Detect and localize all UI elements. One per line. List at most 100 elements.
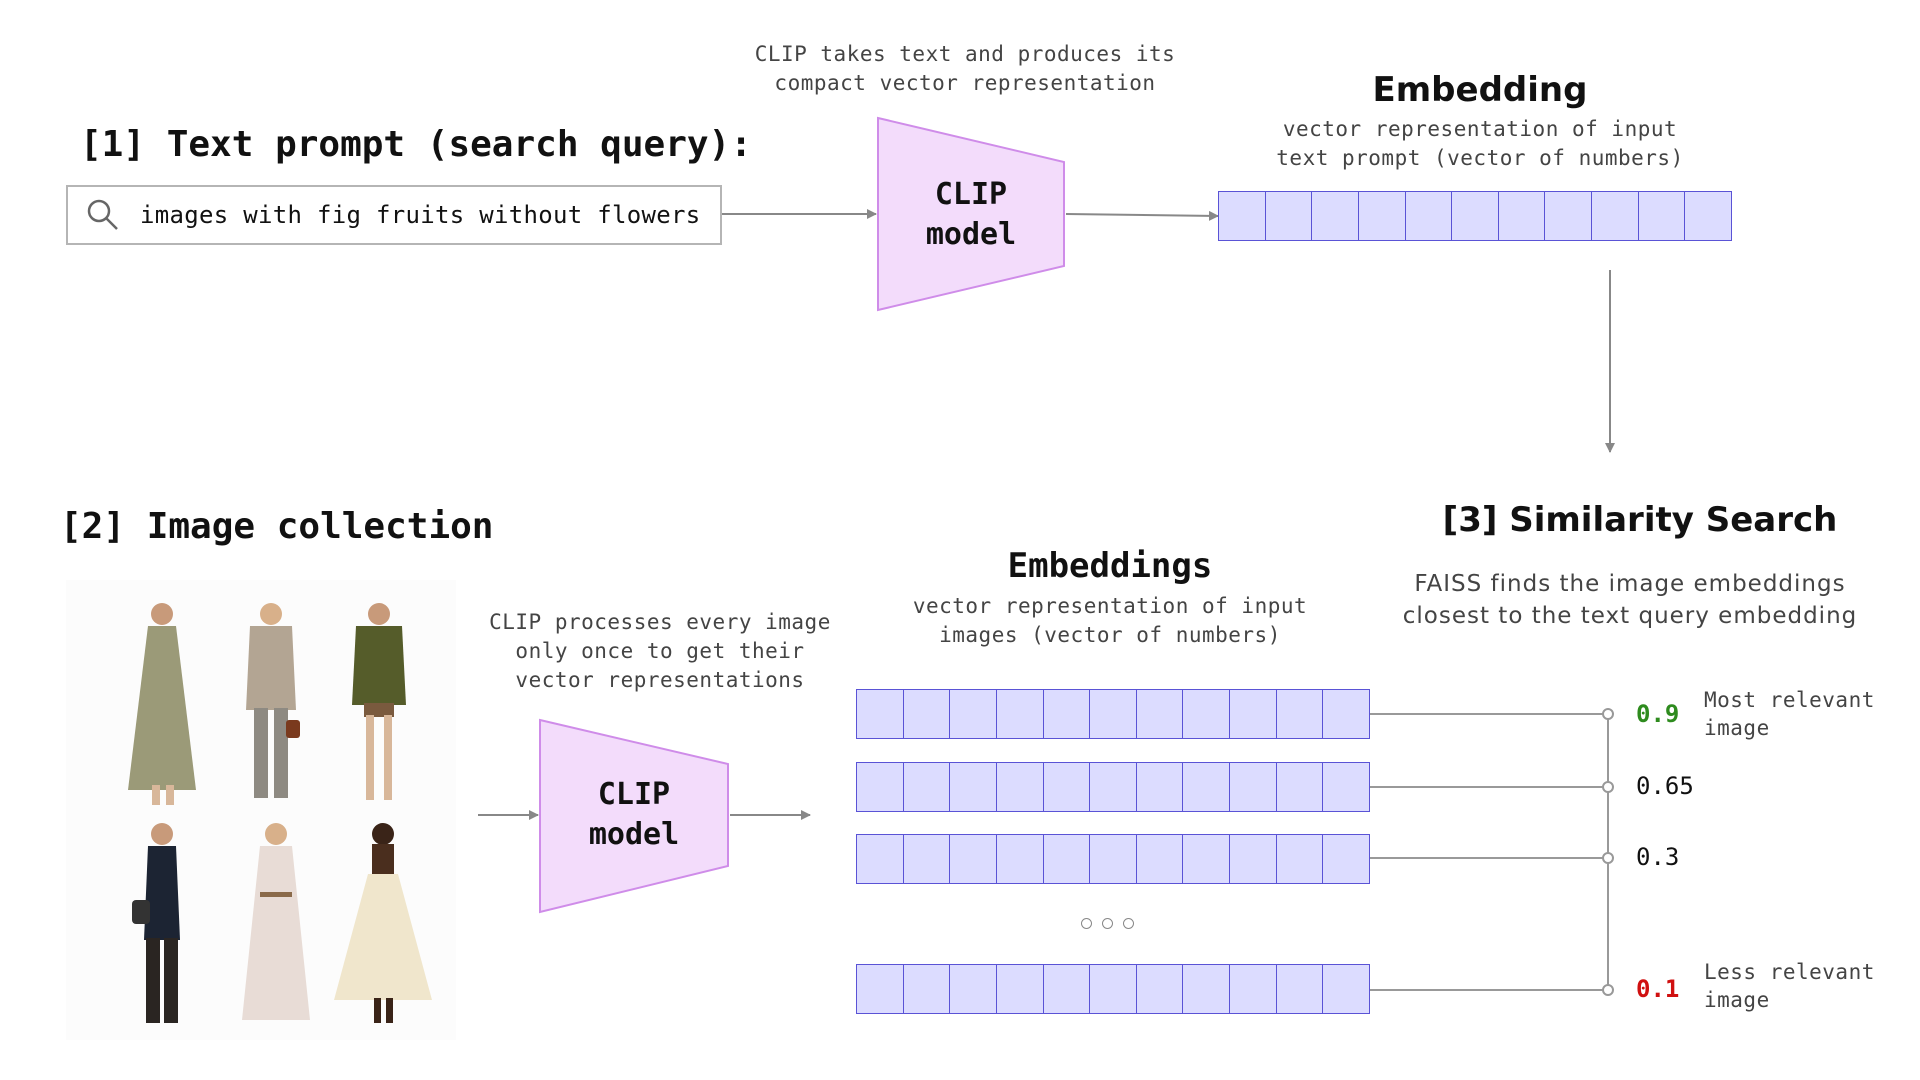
image-embedding-vector-4 <box>856 964 1370 1014</box>
vector-cell <box>1277 965 1324 1013</box>
search-icon <box>86 198 120 232</box>
embedding-title: Embedding <box>1372 70 1588 110</box>
vector-cell <box>1137 690 1184 738</box>
vector-cell <box>1183 763 1231 811</box>
vector-cell <box>1406 192 1453 240</box>
step3-caption: FAISS finds the image embeddings closest… <box>1402 571 1858 629</box>
vector-cell <box>950 835 997 883</box>
vector-cell <box>1090 965 1137 1013</box>
vector-cell <box>1323 965 1369 1013</box>
vector-cell <box>1090 835 1137 883</box>
vector-cell <box>1277 763 1324 811</box>
dot <box>1123 918 1134 929</box>
vector-cell <box>1137 965 1184 1013</box>
embedding-caption: vector representation of input text prom… <box>1276 117 1684 170</box>
clip-trapezoid-top <box>877 116 1065 312</box>
rank-node-4 <box>1602 984 1614 996</box>
vector-cell <box>857 835 904 883</box>
score-value-1: 0.9 <box>1636 700 1680 728</box>
vector-cell <box>1545 192 1593 240</box>
image-embedding-vector-3 <box>856 834 1370 884</box>
runway-photo-4 <box>132 823 180 1023</box>
runway-photo-2 <box>246 603 300 798</box>
vector-cell <box>1044 763 1091 811</box>
embeddings-caption: vector representation of input images (v… <box>912 594 1308 647</box>
clip-trapezoid-bottom <box>539 718 729 914</box>
clip-bottom-label: CLIP model <box>588 777 680 852</box>
score-value-4: 0.1 <box>1636 975 1680 1003</box>
vector-cell <box>1685 192 1731 240</box>
runway-photo-3 <box>352 603 406 800</box>
score-value-2: 0.65 <box>1636 772 1694 800</box>
vector-cell <box>997 835 1044 883</box>
vector-cell <box>904 965 951 1013</box>
rank-node-2 <box>1602 781 1614 793</box>
score-value-3: 0.3 <box>1636 843 1680 871</box>
runway-photo-6 <box>334 823 432 1023</box>
ellipsis-dots <box>1081 918 1134 929</box>
vector-cell <box>1090 690 1137 738</box>
embeddings-title: Embeddings <box>1007 546 1213 586</box>
vector-cell <box>1499 192 1546 240</box>
vector-cell <box>857 690 904 738</box>
vector-cell <box>1230 965 1277 1013</box>
image-embedding-vector-2 <box>856 762 1370 812</box>
text-embedding-vector <box>1218 191 1732 241</box>
vector-cell <box>950 965 997 1013</box>
clip-top-label: CLIP model <box>925 177 1017 252</box>
vector-cell <box>1219 192 1266 240</box>
vector-cell <box>1183 965 1231 1013</box>
dot <box>1081 918 1092 929</box>
vector-cell <box>1090 763 1137 811</box>
vector-cell <box>950 690 997 738</box>
clip-model-top <box>877 116 1065 312</box>
clip-bottom-caption: CLIP processes every image only once to … <box>489 610 831 692</box>
vector-cell <box>1312 192 1359 240</box>
vector-cell <box>1592 192 1639 240</box>
vector-cell <box>904 835 951 883</box>
vector-cell <box>904 763 951 811</box>
vector-cell <box>857 763 904 811</box>
vector-cell <box>1323 690 1369 738</box>
dot <box>1102 918 1113 929</box>
arrow-clip-to-embedding <box>1065 210 1219 221</box>
vector-cell <box>1044 835 1091 883</box>
clip-top-caption: CLIP takes text and produces its compact… <box>754 42 1176 95</box>
vector-cell <box>1044 690 1091 738</box>
vector-cell <box>1230 835 1277 883</box>
vector-cell <box>1277 835 1324 883</box>
score-label-1: Most relevant image <box>1704 688 1875 740</box>
vector-cell <box>1230 690 1277 738</box>
runway-photo-1 <box>128 603 196 805</box>
step1-heading: [1] Text prompt (search query): <box>80 124 752 165</box>
vector-cell <box>1277 690 1324 738</box>
vector-cell <box>1639 192 1686 240</box>
image-embedding-vector-1 <box>856 689 1370 739</box>
vector-cell <box>1266 192 1313 240</box>
vector-cell <box>857 965 904 1013</box>
vector-cell <box>997 690 1044 738</box>
vector-cell <box>1044 965 1091 1013</box>
vector-cell <box>1359 192 1406 240</box>
vector-cell <box>1323 835 1369 883</box>
vector-cell <box>950 763 997 811</box>
image-collection <box>66 580 456 1040</box>
vector-cell <box>997 763 1044 811</box>
vector-cell <box>904 690 951 738</box>
step3-heading: [3] Similarity Search <box>1442 500 1838 540</box>
runway-photo-5 <box>242 823 310 1020</box>
search-box[interactable]: images with fig fruits without flowers <box>66 185 722 245</box>
vector-cell <box>1137 763 1184 811</box>
vector-cell <box>1183 835 1231 883</box>
vector-cell <box>1323 763 1369 811</box>
vector-cell <box>1137 835 1184 883</box>
clip-model-bottom <box>539 718 729 914</box>
vector-cell <box>1183 690 1231 738</box>
score-label-4: Less relevant image <box>1704 960 1875 1012</box>
vector-cell <box>997 965 1044 1013</box>
step2-heading: [2] Image collection <box>60 506 494 547</box>
rank-node-3 <box>1602 852 1614 864</box>
rank-node-1 <box>1602 708 1614 720</box>
vector-cell <box>1452 192 1499 240</box>
